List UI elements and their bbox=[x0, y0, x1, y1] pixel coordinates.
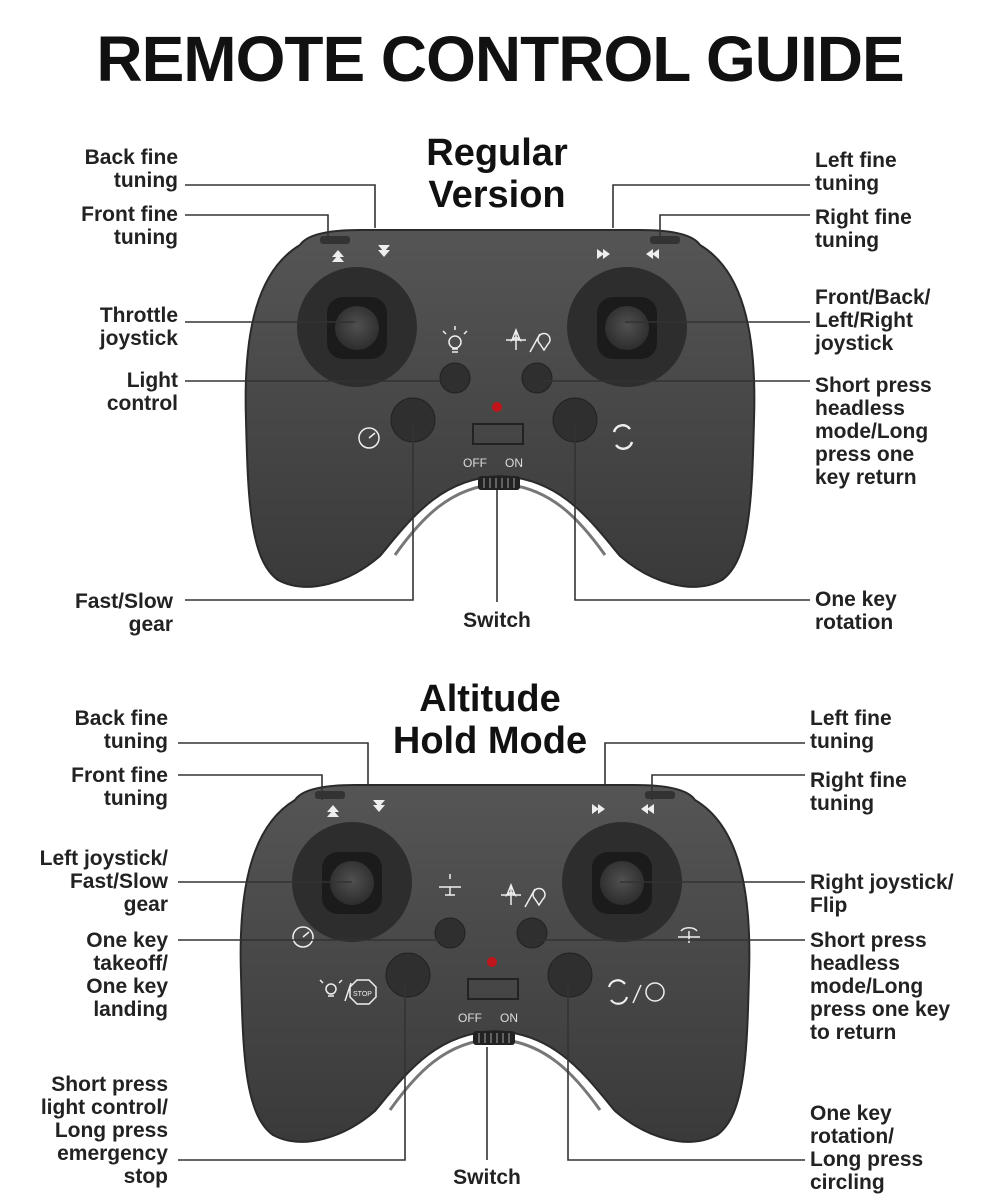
fine-tuning-arrows-icon bbox=[332, 245, 659, 262]
label-direction-joystick: Front/Back/ Left/Right joystick bbox=[815, 286, 931, 355]
section-heading-regular: Regular Version bbox=[426, 132, 568, 216]
fine-tuning-arrows-icon bbox=[327, 800, 654, 817]
label-fast-slow-gear: Fast/Slow gear bbox=[74, 590, 173, 636]
label-light-emergency-stop: Short press light control/ Long press em… bbox=[40, 1073, 168, 1188]
stop-text: STOP bbox=[353, 991, 372, 998]
label-front-fine-tuning: Front fine tuning bbox=[81, 203, 178, 249]
headless-compass-return-icon bbox=[501, 882, 546, 908]
leader-lines-regular bbox=[185, 184, 810, 602]
rotation-icon bbox=[612, 424, 634, 450]
label-front-fine-tuning: Front fine tuning bbox=[71, 764, 168, 810]
label-switch: Switch bbox=[463, 609, 531, 632]
page-title: REMOTE CONTROL GUIDE bbox=[96, 23, 904, 95]
label-headless-return: Short press headless mode/Long press one… bbox=[815, 374, 932, 489]
label-throttle-joystick: Throttle joystick bbox=[99, 304, 178, 350]
switch-off-label: OFF bbox=[458, 1011, 482, 1025]
switch-on-label: ON bbox=[500, 1011, 518, 1025]
headless-compass-return-icon bbox=[506, 327, 551, 353]
label-one-key-rotation: One key rotation bbox=[815, 588, 897, 634]
label-left-joystick-gear: Left joystick/ Fast/Slow gear bbox=[39, 847, 168, 916]
speed-gauge-icon bbox=[358, 427, 380, 449]
section-heading-altitude-hold: Altitude Hold Mode bbox=[392, 678, 588, 762]
light-bulb-icon bbox=[442, 326, 468, 353]
label-back-fine-tuning: Back fine tuning bbox=[74, 707, 168, 753]
label-back-fine-tuning: Back fine tuning bbox=[84, 146, 178, 192]
label-right-joystick-flip: Right joystick/ Flip bbox=[810, 871, 954, 917]
label-takeoff-landing: One key takeoff/ One key landing bbox=[86, 929, 168, 1021]
label-right-fine-tuning: Right fine tuning bbox=[810, 769, 907, 815]
label-light-control: Light control bbox=[106, 369, 178, 415]
light-stop-icon: STOP bbox=[319, 979, 377, 1005]
takeoff-landing-icon bbox=[439, 874, 461, 896]
flip-icon bbox=[678, 927, 700, 943]
label-rotation-circling: One key rotation/ Long press circling bbox=[810, 1102, 924, 1194]
rotation-circling-icon bbox=[607, 979, 665, 1005]
switch-off-label: OFF bbox=[463, 456, 487, 470]
speed-gauge-icon bbox=[292, 926, 314, 948]
switch-on-label: ON bbox=[505, 456, 523, 470]
label-switch: Switch bbox=[453, 1166, 521, 1189]
label-headless-return: Short press headless mode/Long press one… bbox=[810, 929, 951, 1044]
controller-regular: OFF ON bbox=[244, 228, 756, 589]
label-left-fine-tuning: Left fine tuning bbox=[815, 149, 897, 195]
controller-altitude-hold: OFF ON STOP bbox=[239, 783, 751, 1144]
label-left-fine-tuning: Left fine tuning bbox=[810, 707, 892, 753]
label-right-fine-tuning: Right fine tuning bbox=[815, 206, 912, 252]
leader-lines-altitude-hold bbox=[178, 742, 805, 1161]
